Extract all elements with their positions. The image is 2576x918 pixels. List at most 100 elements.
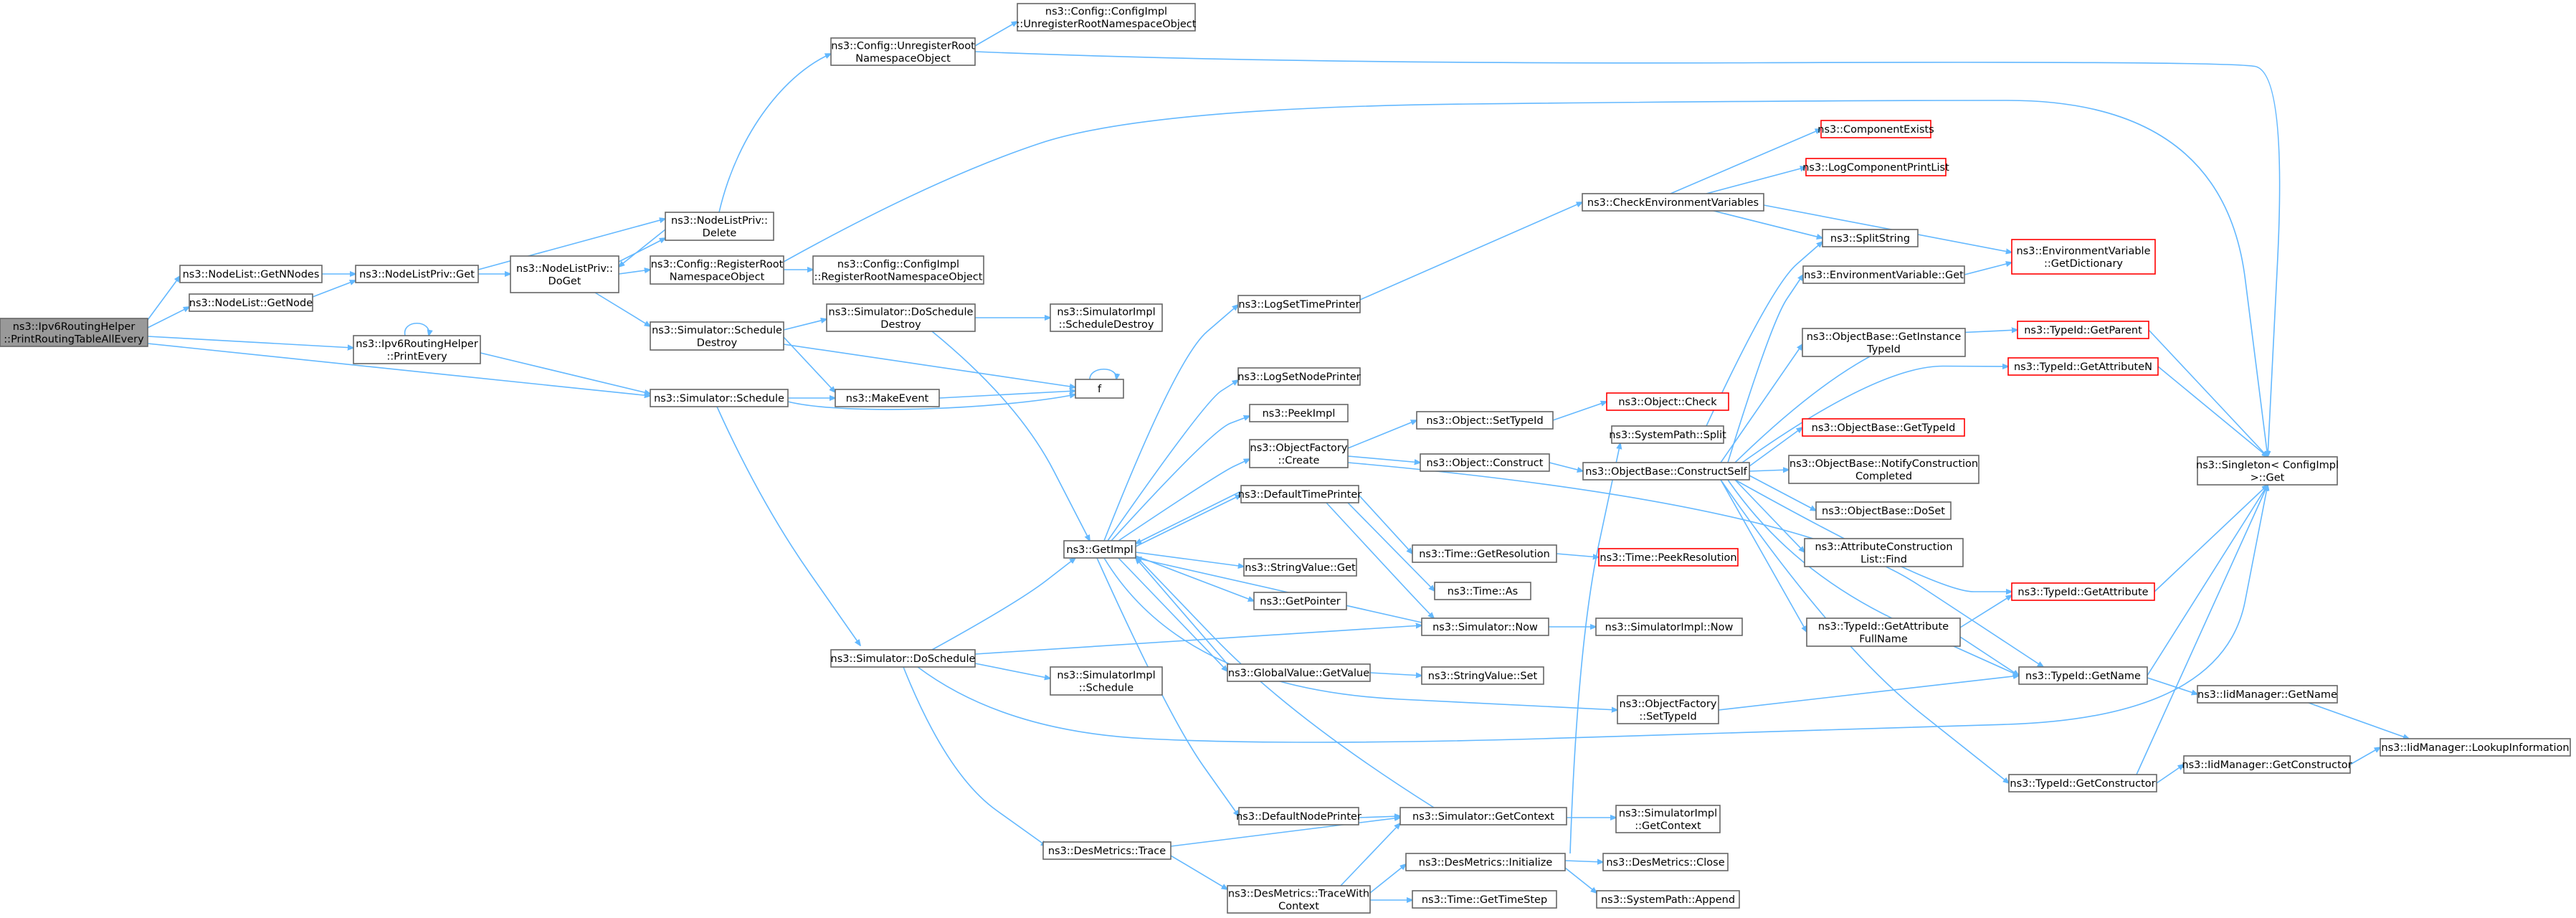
edge-doschedule-to-simnow	[974, 625, 1422, 655]
node-cfgreg[interactable]: ns3::Config::RegisterRootNamespaceObject	[650, 255, 784, 285]
node-timepeekres[interactable]: ns3::Time::PeekResolution	[1598, 548, 1739, 567]
node-syspathsplit[interactable]: ns3::SystemPath::Split	[1609, 425, 1726, 444]
node-strvalget[interactable]: ns3::StringValue::Get	[1243, 558, 1357, 577]
node-cfgunreg[interactable]: ns3::Config::UnregisterRootNamespaceObje…	[830, 37, 976, 66]
node-box	[650, 389, 789, 407]
node-label: ::SetTypeId	[1639, 711, 1696, 722]
node-simimplgetctx[interactable]: ns3::SimulatorImpl::GetContext	[1615, 805, 1721, 833]
node-box	[0, 318, 148, 347]
node-typeidgetparent[interactable]: ns3::TypeId::GetParent	[2017, 321, 2149, 339]
node-simnow[interactable]: ns3::Simulator::Now	[1421, 617, 1549, 636]
node-objbasedoset[interactable]: ns3::ObjectBase::DoSet	[1815, 501, 1952, 520]
edge-checkenv-to-compexists	[1670, 129, 1821, 194]
node-iidmgrgetname[interactable]: ns3::IidManager::GetName	[2197, 685, 2338, 704]
edge-path	[2147, 677, 2197, 694]
node-envvargetdict[interactable]: ns3::EnvironmentVariable::GetDictionary	[2011, 239, 2156, 275]
node-simimplnow[interactable]: ns3::SimulatorImpl::Now	[1595, 617, 1743, 636]
node-nlpdelete[interactable]: ns3::NodeListPriv::Delete	[665, 212, 774, 241]
node-cfgimplunreg[interactable]: ns3::Config::ConfigImpl::UnregisterRootN…	[1017, 3, 1197, 32]
node-label: ns3::TypeId::GetAttribute	[2017, 587, 2148, 598]
edge-path	[2147, 485, 2268, 676]
node-objbasenotify[interactable]: ns3::ObjectBase::NotifyConstructionCompl…	[1788, 455, 1979, 484]
node-label: ns3::AttributeConstruction	[1815, 541, 1952, 553]
node-getimpl[interactable]: ns3::GetImpl	[1063, 540, 1136, 559]
node-desinit[interactable]: ns3::DesMetrics::Initialize	[1405, 853, 1566, 871]
edge-root-to-printevery	[147, 336, 353, 348]
node-box	[1042, 841, 1171, 860]
node-box	[1227, 885, 1371, 914]
edge-simgetctx-to-getimpl	[1136, 556, 1435, 808]
node-objfactcreate[interactable]: ns3::ObjectFactory::Create	[1249, 439, 1349, 468]
edge-iidmgrgetctor-to-iidmgrlookup	[2349, 747, 2380, 765]
node-typeidgetattrn[interactable]: ns3::TypeId::GetAttributeN	[2007, 357, 2159, 376]
node-nlpdoget[interactable]: ns3::NodeListPriv::DoGet	[510, 255, 619, 293]
node-doschedule[interactable]: ns3::Simulator::DoSchedule	[830, 649, 976, 668]
edge-path	[903, 666, 1047, 846]
node-desclose[interactable]: ns3::DesMetrics::Close	[1602, 853, 1729, 871]
node-peekimpl[interactable]: ns3::PeekImpl	[1249, 404, 1349, 422]
node-box	[2197, 685, 2338, 704]
node-typeidgetname[interactable]: ns3::TypeId::GetName	[2018, 666, 2148, 685]
node-getpointer[interactable]: ns3::GetPointer	[1253, 592, 1347, 610]
node-logsettime[interactable]: ns3::LogSetTimePrinter	[1237, 295, 1361, 313]
node-printevery[interactable]: ns3::Ipv6RoutingHelper::PrintEvery	[353, 335, 481, 364]
node-iidmgrlookup[interactable]: ns3::IidManager::LookupInformation	[2380, 738, 2571, 757]
node-envvarget[interactable]: ns3::EnvironmentVariable::Get	[1802, 265, 1965, 284]
node-splitstring[interactable]: ns3::SplitString	[1822, 229, 1919, 247]
node-compexists[interactable]: ns3::ComponentExists	[1817, 120, 1934, 138]
edge-destrace-to-destracewith	[1170, 855, 1227, 889]
node-schedule[interactable]: ns3::Simulator::Schedule	[650, 389, 789, 407]
node-objbasegettypeid[interactable]: ns3::ObjectBase::GetTypeId	[1802, 418, 1965, 437]
node-box	[1602, 853, 1729, 871]
node-schedestroy[interactable]: ns3::Simulator::ScheduleDestroy	[650, 321, 784, 351]
node-syspathappend[interactable]: ns3::SystemPath::Append	[1596, 890, 1740, 909]
node-label: ns3::EnvironmentVariable	[2016, 245, 2150, 257]
node-objbaseconstructself[interactable]: ns3::ObjectBase::ConstructSelf	[1582, 462, 1750, 481]
node-deftimeprinter[interactable]: ns3::DefaultTimePrinter	[1238, 485, 1361, 503]
node-typeidgetattr[interactable]: ns3::TypeId::GetAttribute	[2011, 582, 2155, 601]
node-objfactsettypeid[interactable]: ns3::ObjectFactory::SetTypeId	[1617, 695, 1719, 724]
node-label: ns3::StringValue::Set	[1428, 671, 1538, 682]
node-defnodeprinter[interactable]: ns3::DefaultNodePrinter	[1236, 807, 1361, 825]
node-box	[1420, 453, 1550, 472]
node-nlpget[interactable]: ns3::NodeListPriv::Get	[355, 265, 479, 283]
node-globalvalget[interactable]: ns3::GlobalValue::GetValue	[1227, 663, 1371, 682]
node-cfgimplreg[interactable]: ns3::Config::ConfigImpl::RegisterRootNam…	[812, 255, 984, 285]
node-singletonget[interactable]: ns3::Singleton< ConfigImpl >::Get	[2196, 456, 2339, 486]
node-label: ns3::NodeListPriv::Get	[359, 269, 475, 280]
node-f[interactable]: f	[1075, 379, 1124, 399]
edge-path	[480, 352, 650, 394]
node-logcompprint[interactable]: ns3::LogComponentPrintList	[1802, 158, 1949, 176]
node-strvalset[interactable]: ns3::StringValue::Set	[1421, 666, 1544, 685]
node-getnnodes[interactable]: ns3::NodeList::GetNNodes	[179, 265, 323, 283]
node-objconstruct[interactable]: ns3::Object::Construct	[1420, 453, 1550, 472]
node-objsettypeid[interactable]: ns3::Object::SetTypeId	[1416, 411, 1554, 430]
node-timegettimestep[interactable]: ns3::Time::GetTimeStep	[1412, 890, 1557, 909]
node-logsetnode[interactable]: ns3::LogSetNodePrinter	[1237, 367, 1361, 386]
node-box	[1595, 617, 1743, 636]
edge-timegetres-to-timepeekres	[1556, 553, 1599, 557]
node-iidmgrgetctor[interactable]: ns3::IidManager::GetConstructor	[2182, 755, 2352, 774]
node-simimplschedestroy[interactable]: ns3::SimulatorImpl::ScheduleDestroy	[1050, 303, 1163, 332]
edge-path	[404, 322, 429, 336]
node-getnode[interactable]: ns3::NodeList::GetNode	[189, 293, 313, 312]
edge-deftimeprinter-to-timeas	[1347, 502, 1435, 591]
node-timegetres[interactable]: ns3::Time::GetResolution	[1412, 544, 1557, 563]
node-timeas[interactable]: ns3::Time::As	[1434, 582, 1531, 600]
node-box	[812, 255, 984, 285]
node-destrace[interactable]: ns3::DesMetrics::Trace	[1042, 841, 1171, 860]
node-objcheck[interactable]: ns3::Object::Check	[1606, 392, 1729, 411]
node-typeidgetctor[interactable]: ns3::TypeId::GetConstructor	[2008, 774, 2157, 792]
node-label: ns3::LogSetNodePrinter	[1237, 372, 1361, 383]
node-makeevent[interactable]: ns3::MakeEvent	[835, 389, 940, 407]
node-simgetctx[interactable]: ns3::Simulator::GetContext	[1399, 807, 1567, 825]
node-simimplschedule[interactable]: ns3::SimulatorImpl::Schedule	[1050, 666, 1163, 696]
edge-objconstruct-to-objbaseconstructself	[1549, 462, 1583, 471]
node-checkenv[interactable]: ns3::CheckEnvironmentVariables	[1582, 193, 1764, 212]
edge-path	[1103, 305, 1238, 541]
